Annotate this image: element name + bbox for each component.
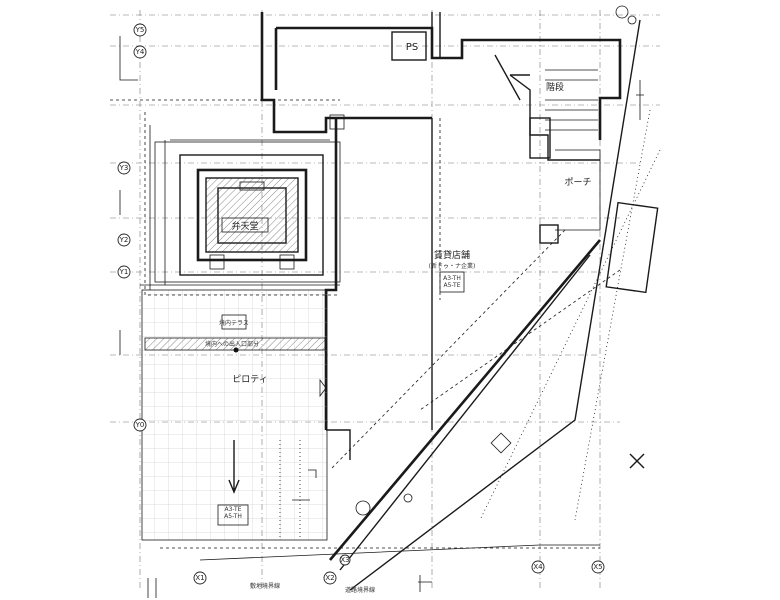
shrine-label: 弁天堂 [231, 220, 258, 232]
svg-text:X4: X4 [533, 563, 543, 571]
grid-bubble: Y0 [133, 418, 147, 432]
grid-bubble: Y5 [133, 23, 147, 37]
svg-text:X5: X5 [593, 563, 602, 571]
grid-bubble: X1 [193, 571, 207, 585]
svg-text:X2: X2 [325, 574, 334, 582]
grid-bubble: X4 [531, 560, 545, 574]
grid-bubble: X5 [591, 560, 605, 574]
bottom-notes: 敷地境界線 道路境界線 [250, 575, 432, 594]
grid-bubbles-bottom: X1 X2 X3 X4 X5 [147, 544, 605, 598]
svg-text:Y1: Y1 [119, 268, 129, 276]
grid-bubble: Y4 [133, 45, 147, 59]
svg-text:X3: X3 [340, 556, 349, 564]
dimension-lines [279, 80, 644, 540]
svg-text:Y2: Y2 [119, 236, 129, 244]
cross-mark [629, 453, 645, 469]
strip-note: 境内への出入口部分 [205, 340, 259, 348]
svg-text:Y4: Y4 [135, 48, 145, 56]
svg-text:Y5: Y5 [135, 26, 145, 34]
store-label: 賃貸店舗 [434, 249, 470, 261]
grid-bubbles-left: Y5 Y4 Y3 Y2 Y1 Y0 [117, 23, 147, 432]
grid-bubble: Y2 [117, 233, 131, 247]
grid-bubble: X3 [339, 554, 351, 566]
store-note: (新ドゥ・ナ企業) [429, 262, 476, 270]
site-boundary-note: 敷地境界線 [250, 582, 280, 590]
ps-label: PS [406, 42, 418, 53]
svg-text:X1: X1 [195, 574, 204, 582]
road-boundary-note: 道路境界線 [345, 586, 375, 594]
porch-label: ポーチ [564, 177, 591, 188]
upper-right-rooms: PS 階段 ポーチ [406, 5, 659, 294]
shrine-structure: 弁天堂 [154, 141, 341, 283]
grid-bubble: Y3 [117, 161, 131, 175]
grid-bubble: X2 [323, 571, 337, 585]
shrine-grounds-label: 境内テラス [219, 319, 249, 327]
piloti-label: ピロティ [232, 374, 267, 385]
svg-text:Y0: Y0 [135, 421, 145, 429]
svg-text:Y3: Y3 [119, 164, 129, 172]
grid-bubble: Y1 [117, 265, 131, 279]
stairs-label: 階段 [546, 81, 564, 93]
site-boundary [329, 19, 661, 591]
stair-treads [545, 69, 598, 131]
